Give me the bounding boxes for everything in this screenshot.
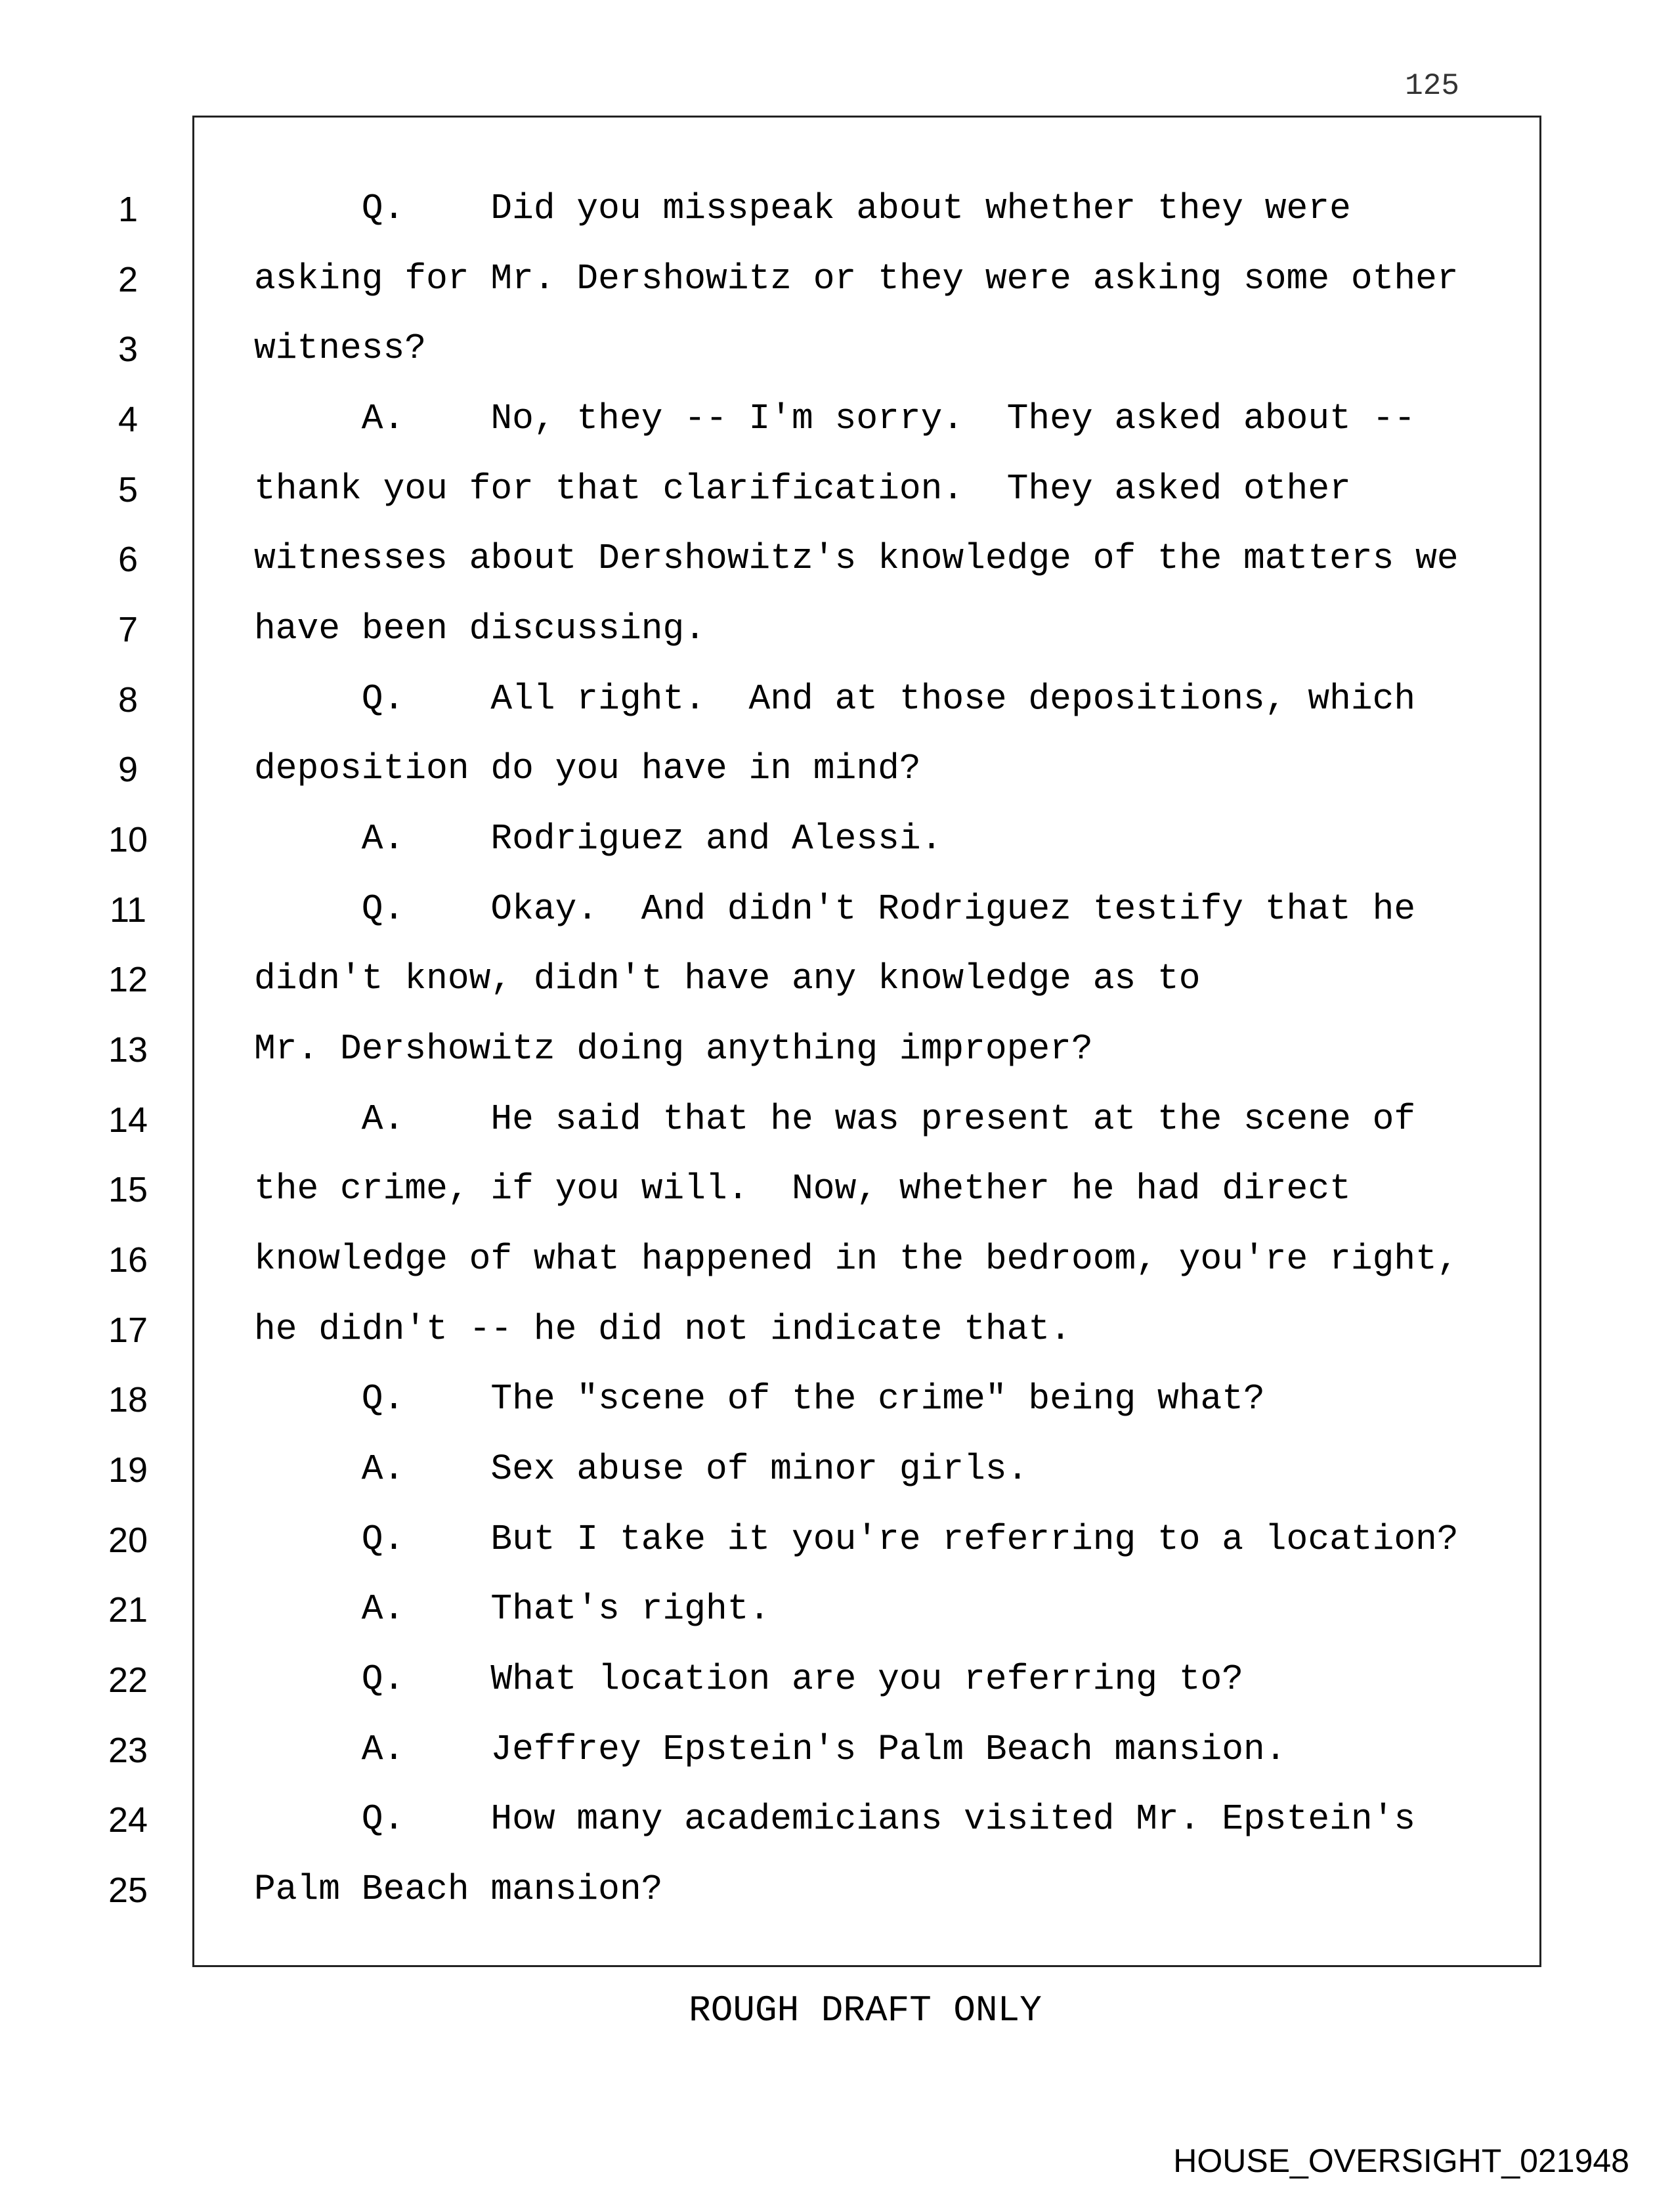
line-number: 10 — [108, 820, 148, 860]
line-number: 8 — [118, 680, 139, 720]
transcript-line: witnesses about Dershowitz's knowledge o… — [254, 539, 1459, 580]
transcript-frame — [192, 116, 1541, 1967]
transcript-line: Q. What location are you referring to? — [254, 1660, 1244, 1701]
transcript-line: A. Rodriguez and Alessi. — [254, 819, 943, 860]
line-number: 19 — [108, 1450, 148, 1490]
transcript-line: he didn't -- he did not indicate that. — [254, 1309, 1071, 1350]
line-number: 22 — [108, 1660, 148, 1701]
line-number: 15 — [108, 1170, 148, 1210]
line-number: 7 — [118, 610, 139, 650]
line-number: 20 — [108, 1520, 148, 1560]
transcript-line: Q. The "scene of the crime" being what? — [254, 1379, 1265, 1420]
page-number: 125 — [1405, 69, 1459, 103]
line-number: 5 — [118, 469, 139, 510]
line-number: 2 — [118, 259, 139, 299]
line-number: 18 — [108, 1380, 148, 1420]
transcript-line: Q. All right. And at those depositions, … — [254, 679, 1416, 720]
transcript-line: asking for Mr. Dershowitz or they were a… — [254, 259, 1459, 299]
transcript-line: A. No, they -- I'm sorry. They asked abo… — [254, 399, 1416, 439]
transcript-line: thank you for that clarification. They a… — [254, 469, 1351, 510]
transcript-line: Q. Did you misspeak about whether they w… — [254, 189, 1351, 229]
line-number: 3 — [118, 330, 139, 370]
bates-number: HOUSE_OVERSIGHT_021948 — [1173, 2142, 1629, 2179]
line-number: 11 — [109, 890, 147, 930]
line-number: 6 — [118, 540, 139, 580]
transcript-line: A. He said that he was present at the sc… — [254, 1099, 1416, 1140]
line-number: 16 — [108, 1240, 148, 1280]
transcript-line: knowledge of what happened in the bedroo… — [254, 1240, 1459, 1280]
draft-notice: ROUGH DRAFT ONLY — [689, 1989, 1042, 2031]
transcript-line: Q. Okay. And didn't Rodriguez testify th… — [254, 889, 1416, 930]
line-number: 25 — [108, 1871, 148, 1911]
line-number: 1 — [118, 190, 139, 229]
transcript-line: Palm Beach mansion? — [254, 1870, 663, 1911]
transcript-line: Q. How many academicians visited Mr. Eps… — [254, 1800, 1416, 1840]
line-number: 9 — [118, 750, 139, 790]
transcript-line: Mr. Dershowitz doing anything improper? — [254, 1030, 1093, 1070]
transcript-line: have been discussing. — [254, 609, 706, 650]
line-number: 21 — [108, 1590, 148, 1630]
transcript-line: A. Sex abuse of minor girls. — [254, 1450, 1029, 1490]
line-number: 4 — [118, 400, 139, 439]
line-number: 14 — [108, 1100, 148, 1140]
line-number: 17 — [108, 1310, 148, 1350]
line-number: 23 — [108, 1730, 148, 1770]
line-number: 13 — [108, 1030, 148, 1070]
transcript-line: deposition do you have in mind? — [254, 749, 921, 790]
transcript-line: A. That's right. — [254, 1590, 771, 1630]
line-number: 12 — [108, 960, 148, 1000]
transcript-line: A. Jeffrey Epstein's Palm Beach mansion. — [254, 1729, 1287, 1770]
line-number: 24 — [108, 1800, 148, 1840]
transcript-line: Q. But I take it you're referring to a l… — [254, 1519, 1459, 1560]
transcript-line: witness? — [254, 329, 427, 370]
transcript-line: didn't know, didn't have any knowledge a… — [254, 959, 1201, 1000]
transcript-line: the crime, if you will. Now, whether he … — [254, 1169, 1351, 1210]
